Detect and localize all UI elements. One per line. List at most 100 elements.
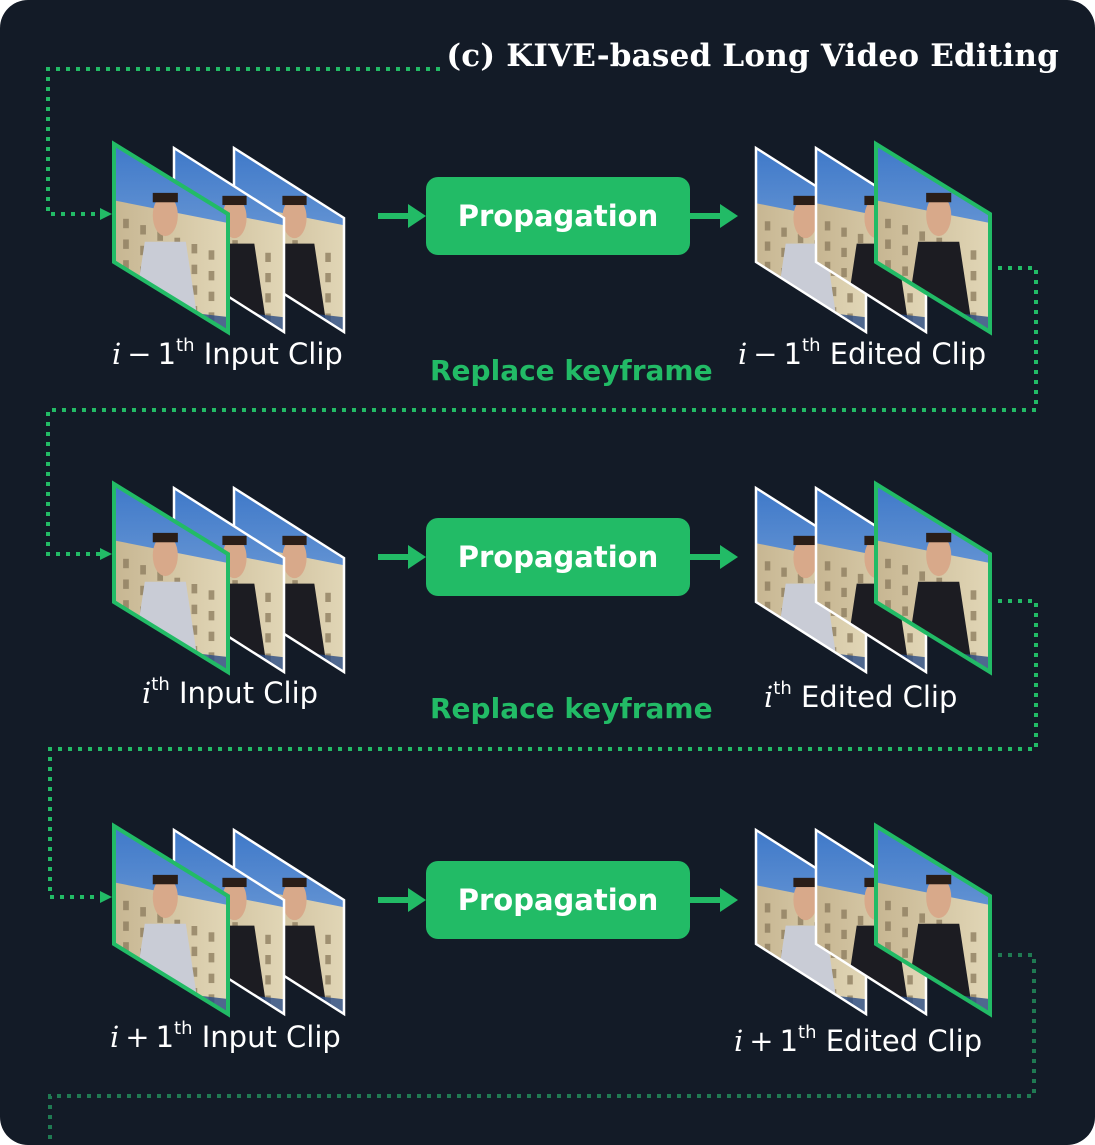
frame-window (885, 579, 891, 589)
frame-window (265, 975, 271, 985)
frame-hair (152, 874, 178, 885)
clip-index-sup: th (151, 674, 170, 696)
input-clip-label-row1: i−1th Input Clip (112, 335, 343, 371)
frame-window (764, 601, 771, 611)
frame-face (793, 879, 818, 921)
frame-window (919, 231, 926, 241)
frame-window (208, 610, 215, 621)
frame-window (970, 250, 977, 260)
frame-window (140, 907, 146, 917)
frame-window (847, 975, 853, 985)
frame-window (857, 233, 864, 244)
frame-window (857, 915, 864, 926)
frame-window (781, 567, 787, 577)
frame-window (140, 927, 146, 938)
frame-window (824, 943, 831, 953)
frame-window (123, 558, 129, 569)
frame-window (208, 590, 215, 600)
frame-hair (926, 532, 952, 543)
frame-window (970, 610, 977, 621)
clip-index-var: i (142, 676, 152, 710)
frame-window (191, 264, 198, 275)
frame-window (970, 631, 977, 642)
frame-hair (926, 192, 952, 203)
frame-window (902, 948, 908, 958)
frame-window (208, 932, 215, 942)
clip-index-var: i (738, 337, 748, 371)
frame-window (325, 293, 331, 303)
frame-window (781, 587, 787, 598)
frame-window (919, 913, 926, 923)
frame-window (123, 579, 129, 589)
frame-face (282, 879, 307, 921)
replace-keyframe-label-1: Replace keyframe (430, 354, 713, 387)
frame-face (282, 197, 307, 239)
frame-window (830, 968, 837, 979)
frame-window (191, 967, 198, 977)
frame-window (325, 934, 331, 944)
frame-face (926, 876, 952, 919)
clip-index-num: 1 (155, 1020, 175, 1054)
frame-window (265, 592, 271, 602)
frame-border (874, 140, 992, 336)
arrow-head (720, 204, 738, 228)
frame-window (824, 241, 831, 251)
frame-window (885, 600, 891, 610)
frame-window (208, 973, 215, 984)
frame-window (970, 932, 977, 942)
arrow-head (408, 545, 426, 569)
frame-window (847, 633, 853, 643)
propagation-button-row3[interactable]: Propagation (426, 861, 690, 939)
frame-window (265, 934, 271, 944)
frame-window (902, 245, 908, 256)
propagation-button-row1[interactable]: Propagation (426, 177, 690, 255)
clip-label-text: Edited Clip (825, 1024, 983, 1058)
frame-window (208, 952, 215, 963)
frame-hair (282, 195, 307, 206)
frame-window (847, 293, 853, 303)
arrow-to-propagation-row2 (378, 545, 426, 569)
clip-index-op: + (749, 1024, 774, 1058)
frame-window (970, 952, 977, 963)
frame-window (830, 626, 837, 637)
frame-window (970, 973, 977, 984)
edited-clip-label-row3: i+1th Edited Clip (734, 1022, 983, 1058)
dotted-flow-row1-to-row2 (46, 266, 1038, 556)
clip-index-op: + (125, 1020, 150, 1054)
clip-index-num: 1 (783, 337, 803, 371)
frame-window (764, 261, 771, 271)
replace-keyframe-label-2: Replace keyframe (430, 692, 713, 725)
clip-label-text: Edited Clip (829, 337, 987, 371)
frame-window (191, 604, 198, 615)
frame-face (926, 194, 952, 237)
frame-window (841, 567, 847, 577)
frame-window (885, 239, 891, 249)
frame-window (885, 921, 891, 931)
frame-window (140, 225, 146, 235)
frame-hair (282, 535, 307, 546)
frame-window (764, 943, 771, 953)
clip-index-var: i (734, 1024, 744, 1058)
frame-window (265, 633, 271, 643)
frame-window (824, 923, 831, 933)
clip-label-text: Input Clip (203, 337, 343, 371)
frame-window (841, 909, 847, 919)
frame-window (830, 286, 837, 297)
frame-window (797, 573, 804, 584)
clip-label-text: Input Clip (201, 1020, 341, 1054)
arrow-to-edited-row1 (690, 204, 738, 228)
frame-hair (793, 535, 818, 546)
frame-border (874, 480, 992, 676)
arrow-head (408, 888, 426, 912)
frame-window (885, 900, 891, 911)
arrow-to-edited-row2 (690, 545, 738, 569)
frame-window (841, 268, 847, 278)
frame-window (123, 900, 129, 911)
propagation-button-row2[interactable]: Propagation (426, 518, 690, 596)
frame-window (191, 926, 198, 936)
frame-window (157, 913, 164, 923)
frame-window (970, 291, 977, 302)
frame-window (123, 218, 129, 229)
clip-index-op: − (127, 337, 152, 371)
